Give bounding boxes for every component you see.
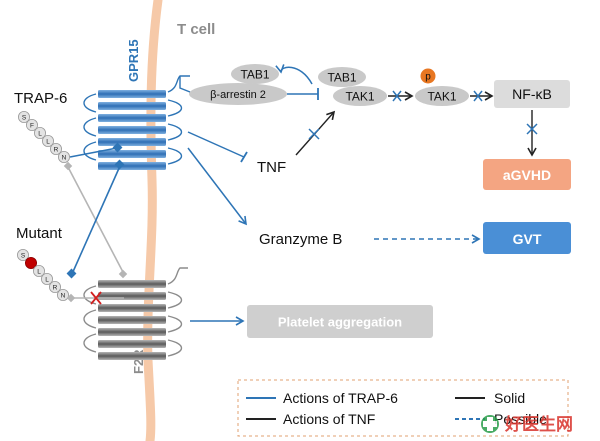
mutant-residue-label-6: N [61,293,66,300]
mutant-residue-label-3: L [37,269,41,276]
trap6-residue-label-2: F [30,123,34,130]
svg-text:GVT: GVT [513,231,542,247]
tak1-ptak1-block-icon [392,90,402,102]
svg-text:aGVHD: aGVHD [503,167,551,183]
legend-tnf-label: Actions of TNF [283,411,375,427]
svg-text:TAK1: TAK1 [345,90,374,104]
legend-possible-label: Possible [494,411,547,427]
tak1-complex-node: TAK1 [333,86,387,106]
granzyme-b-label: Granzyme B [259,231,342,248]
trap6-f2r-binding-mark [63,161,73,171]
trap6-residue-label-5: R [54,147,59,154]
beta-arrestin-node: β-arrestin 2 [189,83,287,105]
mutant-peptide: S L L R N [16,248,70,301]
mutant-label: Mutant [16,225,63,242]
mutant-to-gpr15-line [71,165,121,275]
tak1-phospho-node: TAK1 [415,86,469,106]
mutant-f2r-site-mark [66,293,76,303]
nfkb-agvhd-block-icon [526,123,538,135]
t-cell-label: T cell [177,21,215,38]
cell-membrane [143,0,163,441]
trap6-residue-5 [50,142,63,155]
tab1-left-node: TAB1 [231,64,279,84]
trap6-residue-label-3: L [38,131,42,138]
gpr15-label: GPR15 [126,39,141,82]
beta-arrestin-inhibits-tak1-line [287,88,319,100]
mutant-residue-label-1: S [21,253,26,260]
trap6-residue-3 [34,127,47,140]
mutant-residue-6 [57,288,70,301]
tnf-label: TNF [257,159,286,176]
watermark: 好医生网 [481,414,573,434]
ptak1-nfkb-block-icon [473,90,483,102]
trap6-gpr15-binding-mark [112,142,123,153]
trap6-residue-4 [42,134,55,147]
trap6-residue-label-6: N [62,155,67,162]
beta-arrestin-to-tab1-arrow [275,64,313,85]
mutant-residue-4 [41,272,54,285]
trap6-residue-1 [17,111,30,124]
tab1-right-node: TAB1 [318,67,366,87]
svg-text:NF-κB: NF-κB [512,86,552,102]
trap6-residue-2 [25,119,38,132]
f2r-site-mark-1 [118,269,128,279]
platelet-aggregation-box: Platelet aggregation [247,305,433,338]
nfkb-node: NF-κB [494,80,570,108]
legend-solid-label: Solid [494,390,525,406]
svg-text:TAB1: TAB1 [240,68,269,82]
legend: Actions of TRAP-6 Actions of TNF Solid P… [237,379,569,437]
trap6-to-gpr15-line [69,147,118,158]
svg-text:β-arrestin 2: β-arrestin 2 [210,89,266,101]
legend-frame [237,379,569,437]
trap6-residue-label-1: S [22,115,27,122]
gpr15-to-beta-arrestin-line [179,76,191,93]
trap6-residue-6 [58,150,71,163]
mutant-residue-5 [49,280,62,293]
svg-text:TAK1: TAK1 [427,90,456,104]
mutant-residue-label-4: L [45,277,49,284]
gpr15-receptor [83,75,190,170]
trap6-peptide: S F L L R N [17,111,71,163]
gpr15-inhibits-tnf-line [187,131,248,163]
svg-text:TAB1: TAB1 [327,71,356,85]
gpr15-to-granzyme-arrow [187,147,247,226]
trap6-residue-label-4: L [46,139,50,146]
phospho-mark: p [420,68,436,84]
legend-trap6-label: Actions of TRAP-6 [283,390,398,406]
mutant-residue-2 [24,256,37,269]
mutant-residue-label-5: R [53,285,58,292]
mutant-residue-3 [33,264,46,277]
watermark-text: 好医生网 [504,414,573,434]
trap6-label: TRAP-6 [14,90,67,107]
gpr15-site-mark-2 [114,159,125,170]
svg-text:Platelet aggregation: Platelet aggregation [278,315,402,330]
mutant-f2r-block-icon [90,291,102,305]
svg-text:p: p [425,72,431,83]
mutant-residue-1 [16,248,29,261]
agvhd-box: aGVHD [483,159,571,190]
gvt-box: GVT [483,222,571,254]
f2r-receptor [83,267,188,360]
mutant-gpr15-binding-mark [66,268,77,279]
tnf-tak1-block-icon [308,128,320,140]
